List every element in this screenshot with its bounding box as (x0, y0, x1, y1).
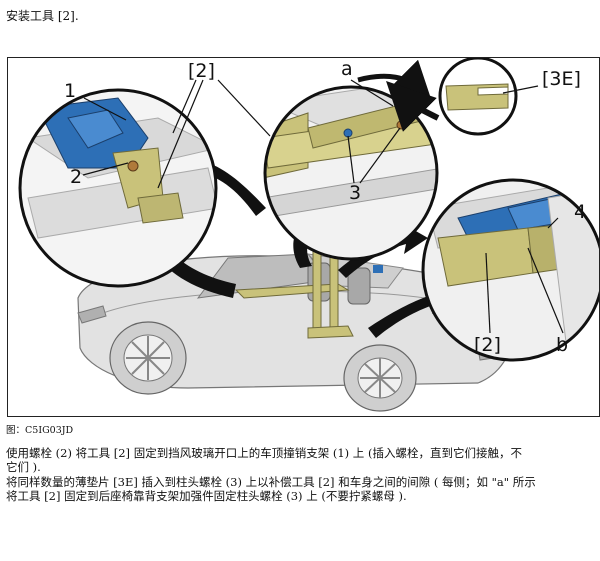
callout-2: 2 (70, 168, 82, 187)
callout-1: 1 (64, 82, 76, 101)
callout-a: a (341, 60, 353, 79)
callout-3: 3 (349, 184, 361, 203)
instruction-text: 使用螺栓 (2) 将工具 [2] 固定到挡风玻璃开口上的车顶撞销支架 (1) 上… (6, 446, 600, 503)
callout-tool-bottom: [2] (474, 336, 501, 355)
instruction-line-4: 将工具 [2] 固定到后座椅靠背支架加强件固定柱头螺栓 (3) 上 (不要拧紧螺… (6, 489, 600, 503)
instruction-line-1: 使用螺栓 (2) 将工具 [2] 固定到挡风玻璃开口上的车顶撞销支架 (1) 上… (6, 446, 600, 460)
detail-bracket-1 (18, 88, 218, 288)
instruction-line-2: 它们 ). (6, 460, 600, 474)
car-roof-tool-illustration (8, 58, 600, 417)
figure-caption: 图：C5IG03JD (6, 422, 73, 436)
page-heading: 安装工具 [2]. (6, 7, 79, 24)
callout-3e: [3E] (542, 70, 581, 89)
callout-4: 4 (574, 203, 586, 222)
instruction-line-3: 将同样数量的薄垫片 [3E] 插入到柱头螺栓 (3) 上以补偿工具 [2] 和车… (6, 475, 600, 489)
illustration-figure: 1 2 [2] a 3 [3E] 4 [2] b (7, 57, 600, 417)
callout-b: b (556, 336, 568, 355)
callout-tool-top: [2] (188, 62, 215, 81)
